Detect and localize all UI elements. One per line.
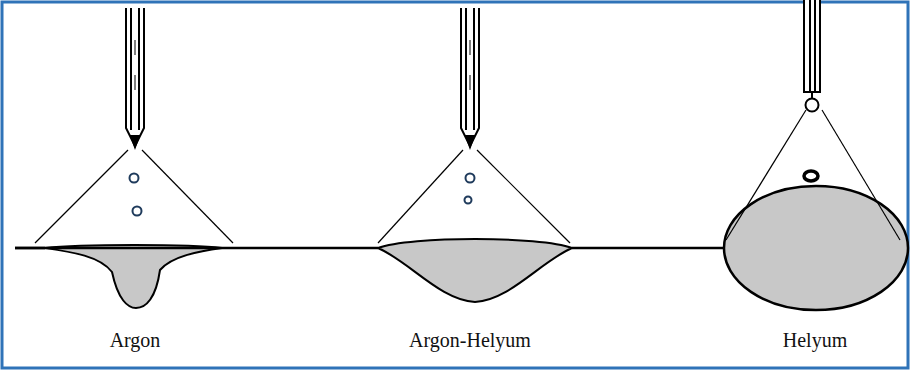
welding-torch <box>804 0 820 112</box>
metal-droplet <box>130 174 142 216</box>
base-plate-line <box>15 247 45 250</box>
weld-pool-argon-helium <box>378 239 572 302</box>
metal-droplet <box>465 174 475 204</box>
gas-label: Helyum <box>783 328 847 352</box>
welding-torch <box>126 8 144 147</box>
gas-label: Argon-Helyum <box>409 328 531 352</box>
gas-label: Argon <box>110 328 161 352</box>
welding-torch <box>461 8 479 147</box>
weld-pool-helium <box>724 186 908 310</box>
metal-droplet <box>804 171 818 181</box>
weld-pool-argon <box>45 245 222 308</box>
